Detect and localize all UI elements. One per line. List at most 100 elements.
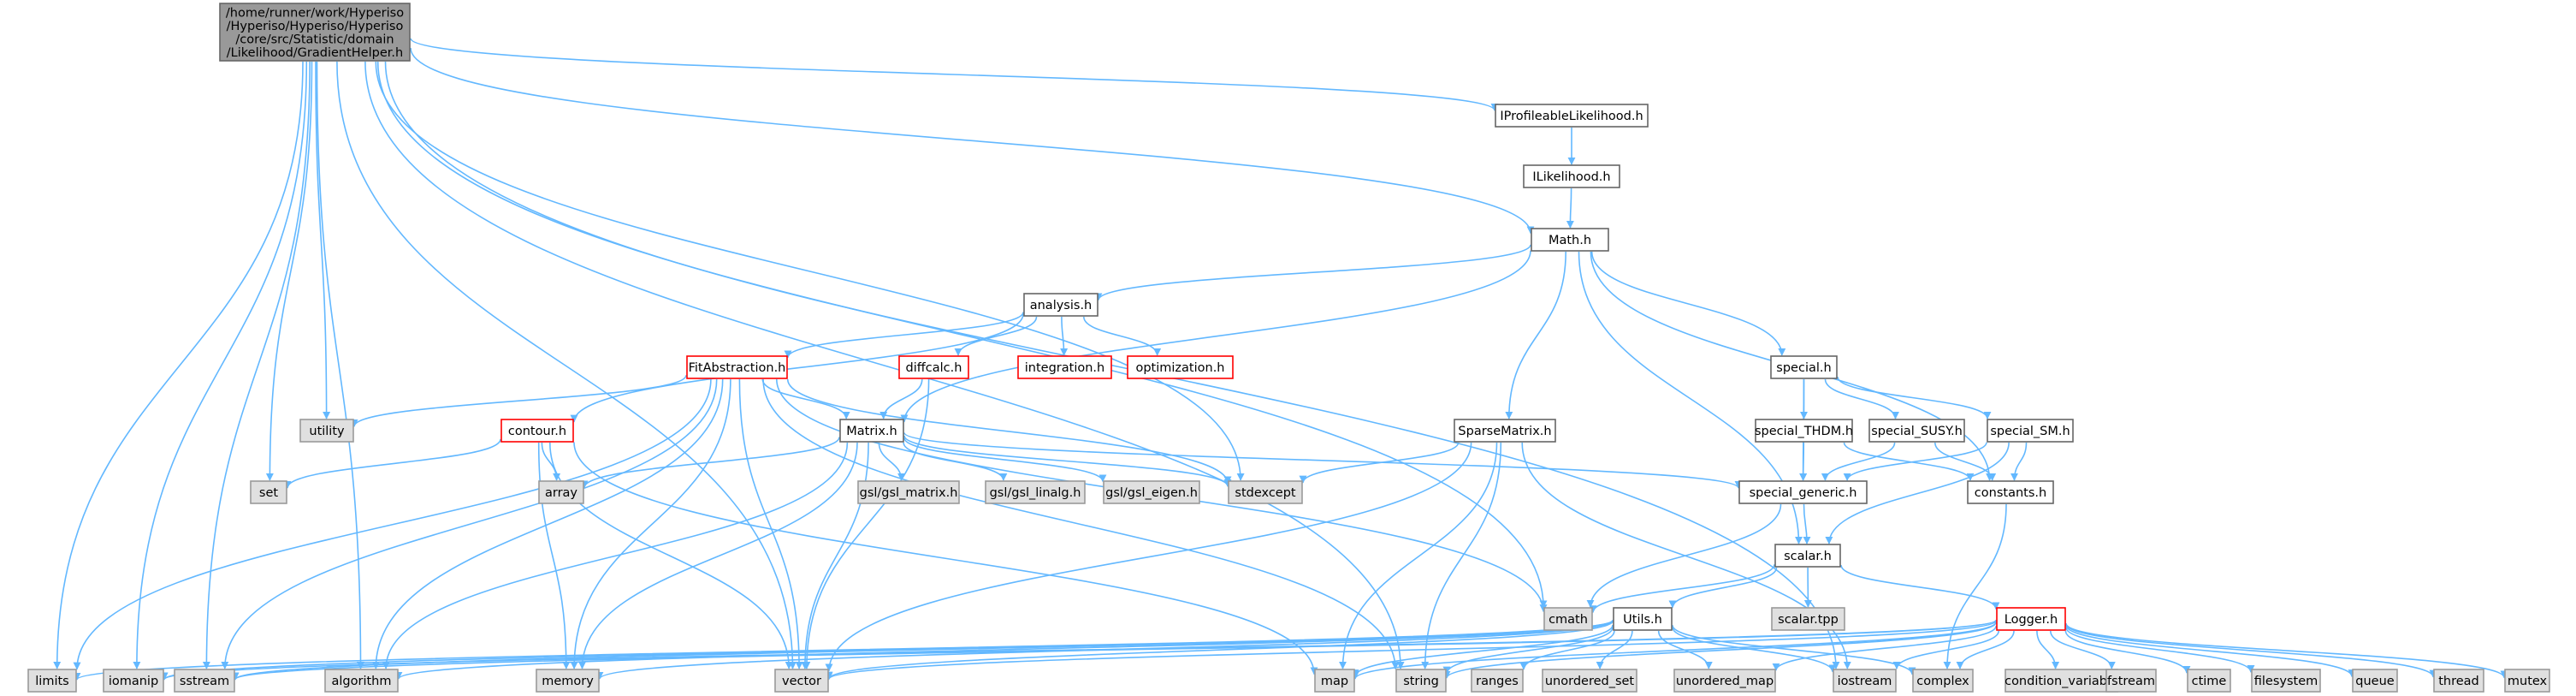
edge-sthdm-to-sgeneric [1799, 442, 1808, 481]
node-cmath[interactable]: cmath [1543, 607, 1593, 631]
node-box-sparse [1454, 419, 1556, 443]
node-sparse[interactable]: SparseMatrix.h [1454, 419, 1556, 443]
edge-sgeneric-to-cmath [1586, 503, 1782, 608]
node-thread[interactable]: thread [2433, 669, 2484, 693]
edge-logger-to-map [1351, 621, 1997, 680]
edge-fitabs-to-sstream [221, 378, 718, 669]
edge-ssm-to-constants [2010, 442, 2028, 481]
edge-matrix-to-array [580, 437, 840, 489]
node-box-math [1531, 228, 1609, 252]
node-sstream[interactable]: sstream [174, 669, 235, 693]
node-set[interactable]: set [250, 480, 287, 504]
node-memory[interactable]: memory [536, 669, 600, 693]
node-algorithm[interactable]: algorithm [324, 669, 399, 693]
edge-utils-to-map [1351, 624, 1614, 678]
edge-utils-to-iomanip [160, 619, 1614, 681]
node-sgeneric[interactable]: special_generic.h [1738, 480, 1868, 504]
node-queue[interactable]: queue [2352, 669, 2398, 693]
node-label-limits: limits [35, 675, 68, 688]
node-label-iostream: iostream [1838, 675, 1892, 688]
node-sthdm[interactable]: special_THDM.h [1755, 419, 1853, 443]
node-label-gsleigen: gsl/gsl_eigen.h [1105, 486, 1198, 500]
node-ctime[interactable]: ctime [2187, 669, 2231, 693]
node-integration[interactable]: integration.h [1017, 355, 1112, 379]
node-limits[interactable]: limits [27, 669, 77, 693]
node-iomanip[interactable]: iomanip [103, 669, 164, 693]
node-optimization[interactable]: optimization.h [1127, 355, 1234, 379]
node-label-math: Math.h [1549, 234, 1591, 247]
edge-matrix-to-memory [578, 442, 858, 669]
node-filesystem[interactable]: filesystem [2251, 669, 2321, 693]
node-box-fstream [2105, 669, 2157, 693]
node-diffcalc[interactable]: diffcalc.h [898, 355, 969, 379]
node-box-ilike [1523, 164, 1620, 188]
node-label-scalartpp: scalar.tpp [1778, 613, 1839, 627]
node-matrix[interactable]: Matrix.h [839, 419, 904, 443]
node-uset[interactable]: unordered_set [1542, 669, 1637, 693]
node-box-gslmatrix [857, 480, 960, 504]
node-logger[interactable]: Logger.h [1996, 607, 2066, 631]
node-string[interactable]: string [1395, 669, 1447, 693]
node-scalar[interactable]: scalar.h [1774, 544, 1841, 568]
edge-root-to-stdexcept [375, 61, 1245, 481]
edge-matrix-to-vector [801, 442, 869, 669]
edge-layer [53, 38, 2508, 681]
node-label-string: string [1403, 675, 1439, 688]
edge-fitabs-to-memory [570, 378, 731, 669]
node-gsllinalg[interactable]: gsl/gsl_linalg.h [985, 480, 1086, 504]
node-box-sthdm [1755, 419, 1853, 443]
node-ssm[interactable]: special_SM.h [1987, 419, 2074, 443]
node-gslmatrix[interactable]: gsl/gsl_matrix.h [857, 480, 960, 504]
node-map[interactable]: map [1314, 669, 1355, 693]
edge-sthdm-to-constants [1843, 442, 1975, 481]
edge-root-to-iomanip [133, 61, 308, 669]
edge-logger-to-condvar [2036, 630, 2060, 669]
edge-logger-to-thread [2065, 623, 2437, 678]
node-stdexcept[interactable]: stdexcept [1228, 480, 1303, 504]
edge-special-to-ssm [1837, 376, 1992, 419]
node-utility[interactable]: utility [299, 419, 354, 443]
node-box-condvar [2005, 669, 2118, 693]
node-box-matrix [839, 419, 904, 443]
edge-utils-to-vector [825, 620, 1614, 680]
node-root[interactable]: /home/runner/work/Hyperiso/Hyperiso/Hype… [219, 3, 411, 62]
node-constants[interactable]: constants.h [1967, 480, 2054, 504]
node-special[interactable]: special.h [1770, 355, 1838, 379]
node-ranges[interactable]: ranges [1471, 669, 1524, 693]
edge-root-to-cmath [376, 61, 1548, 609]
node-label-array: array [545, 486, 577, 500]
node-box-cmath [1543, 607, 1593, 631]
node-label-optimization: optimization.h [1135, 361, 1224, 375]
node-box-memory [536, 669, 600, 693]
node-box-optimization [1127, 355, 1234, 379]
node-vector[interactable]: vector [774, 669, 829, 693]
node-fstream[interactable]: fstream [2105, 669, 2157, 693]
node-contour[interactable]: contour.h [500, 419, 574, 443]
node-label-thread: thread [2438, 675, 2479, 688]
node-condvar[interactable]: condition_variable [2005, 669, 2118, 693]
node-ssusy[interactable]: special_SUSY.h [1868, 419, 1965, 443]
node-iprof[interactable]: IProfileableLikelihood.h [1495, 104, 1649, 128]
node-label-ssusy: special_SUSY.h [1871, 425, 1963, 438]
node-analysis[interactable]: analysis.h [1023, 293, 1099, 317]
node-umap[interactable]: unordered_map [1673, 669, 1776, 693]
node-array[interactable]: array [538, 480, 584, 504]
node-gsleigen[interactable]: gsl/gsl_eigen.h [1103, 480, 1200, 504]
node-box-scalar [1774, 544, 1841, 568]
node-label-scalar: scalar.h [1784, 550, 1832, 563]
edge-root-to-set [265, 61, 313, 481]
node-ilike[interactable]: ILikelihood.h [1523, 164, 1620, 188]
node-box-contour [500, 419, 574, 443]
node-label-iomanip: iomanip [109, 675, 158, 688]
edge-root-to-algorithm [316, 61, 364, 669]
node-fitabs[interactable]: FitAbstraction.h [686, 355, 788, 379]
node-scalartpp[interactable]: scalar.tpp [1771, 607, 1845, 631]
node-math[interactable]: Math.h [1531, 228, 1609, 252]
node-iostream[interactable]: iostream [1833, 669, 1897, 693]
node-mutex[interactable]: mutex [2504, 669, 2550, 693]
node-complex[interactable]: complex [1912, 669, 1974, 693]
node-label-sparse: SparseMatrix.h [1458, 425, 1551, 438]
edge-special-to-ssusy [1824, 378, 1899, 419]
node-utils[interactable]: Utils.h [1613, 607, 1673, 631]
edge-scalar-to-logger [1840, 564, 2000, 610]
